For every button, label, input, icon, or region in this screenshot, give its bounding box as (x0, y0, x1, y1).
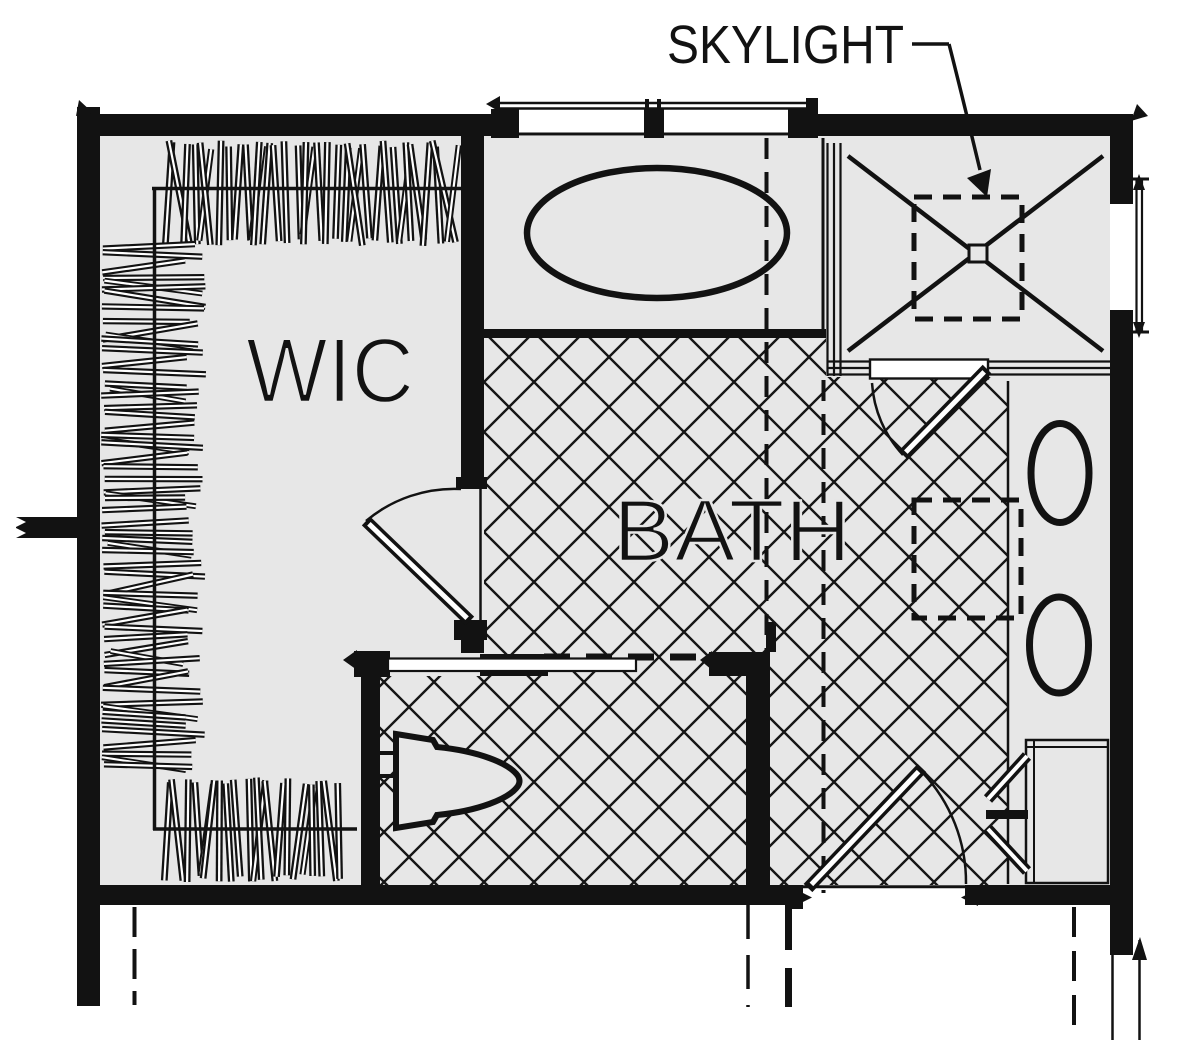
svg-text:SKYLIGHT: SKYLIGHT (667, 15, 904, 75)
svg-text:WIC: WIC (246, 320, 414, 422)
svg-text:BATH: BATH (613, 481, 851, 580)
